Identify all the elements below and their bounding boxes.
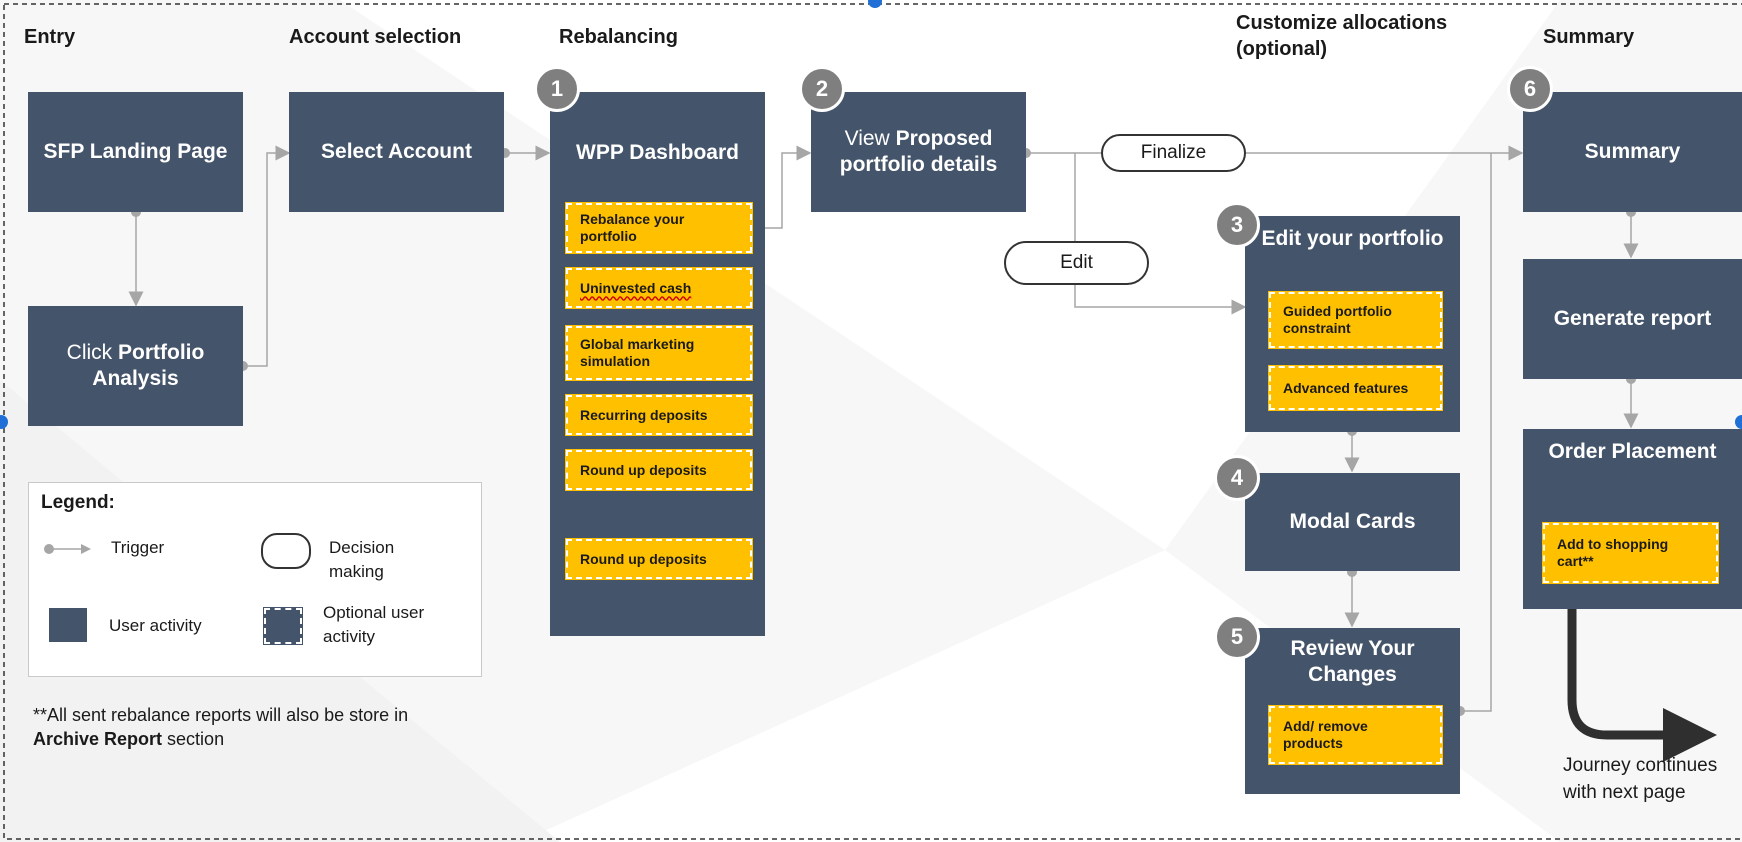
legend-user-activity-label: User activity (109, 616, 202, 635)
box-click-portfolio-analysis: Click Portfolio Analysis (28, 306, 243, 426)
footnote-text: **All sent rebalance reports will also b… (33, 705, 409, 725)
selection-handle[interactable] (868, 0, 882, 8)
box-review-your-changes-label: Review Your Changes (1290, 637, 1415, 686)
stage-heading-summary: Summary (1543, 26, 1635, 48)
legend: Legend: Trigger Decision making User act… (28, 482, 482, 677)
box-order-placement-label: Order Placement (1548, 440, 1717, 463)
legend-decision-label: Decision making (329, 538, 395, 581)
optional-guided-portfolio-constraint: Guided portfolio constraint (1268, 291, 1443, 349)
stage-heading-entry: Entry (24, 26, 76, 48)
optional-add-remove-products: Add/ remove products (1268, 705, 1443, 765)
box-click-portfolio-analysis-label: Click Portfolio Analysis (46, 340, 226, 392)
optional-global-marketing-simulation: Global marketing simulation (565, 325, 753, 381)
step-badge-4: 4 (1214, 455, 1260, 501)
optional-round-up-deposits: Round up deposits (565, 449, 753, 491)
box-modal-cards: Modal Cards (1245, 473, 1460, 571)
optional-uninvested-cash: Uninvested cash (565, 267, 753, 309)
box-summary: Summary (1523, 92, 1742, 212)
uninvested-cash-text: Uninvested cash (580, 279, 692, 296)
footnote-bold: Archive Report (33, 729, 163, 749)
stage-heading-customize: Customize allocations (optional) (1236, 12, 1448, 60)
view-prefix: View (844, 127, 896, 150)
view-bold: Proposed portfolio details (839, 127, 998, 176)
stage-heading-rebalancing: Rebalancing (559, 26, 678, 48)
click-prefix: Click (66, 341, 118, 364)
box-wpp-dashboard-label: WPP Dashboard (576, 141, 739, 164)
footnote: **All sent rebalance reports will also b… (33, 703, 503, 751)
step-badge-2: 2 (799, 66, 845, 112)
box-edit-your-portfolio-label: Edit your portfolio (1261, 227, 1444, 250)
journey-continues-text: Journey continues with next page (1563, 755, 1718, 803)
box-generate-report-label: Generate report (1553, 307, 1712, 330)
legend-user-activity-icon (49, 608, 87, 642)
optional-round-up-deposits-2: Round up deposits (565, 538, 753, 580)
legend-optional-activity-icon (263, 607, 303, 645)
legend-title: Legend: (41, 492, 115, 513)
box-view-proposed-portfolio: View Proposed portfolio details (811, 92, 1026, 212)
box-sfp-landing-page-label: SFP Landing Page (43, 140, 228, 163)
step-badge-3: 3 (1214, 202, 1260, 248)
box-select-account: Select Account (289, 92, 504, 212)
selection-handle[interactable] (1735, 415, 1742, 429)
optional-recurring-deposits: Recurring deposits (565, 394, 753, 436)
step-badge-6: 6 (1507, 66, 1553, 112)
click-bold: Portfolio Analysis (92, 341, 205, 390)
box-select-account-label: Select Account (321, 140, 472, 163)
box-sfp-landing-page: SFP Landing Page (28, 92, 243, 212)
box-generate-report: Generate report (1523, 259, 1742, 379)
decision-edit: Edit (1004, 241, 1149, 285)
box-view-proposed-label: View Proposed portfolio details (824, 126, 1014, 178)
legend-decision-icon (261, 533, 311, 569)
stage-heading-account-selection: Account selection (289, 26, 462, 48)
optional-add-to-shopping-cart: Add to shopping cart** (1542, 522, 1719, 584)
optional-rebalance-portfolio: Rebalance your portfolio (565, 202, 753, 254)
box-modal-cards-label: Modal Cards (1289, 510, 1416, 533)
decision-finalize: Finalize (1101, 134, 1246, 172)
legend-trigger-label: Trigger (111, 538, 165, 557)
legend-optional-activity-label: Optional user activity (323, 603, 425, 646)
step-badge-5: 5 (1214, 614, 1260, 660)
footnote-suffix: section (162, 729, 225, 749)
selection-handle[interactable] (0, 415, 8, 429)
optional-advanced-features: Advanced features (1268, 365, 1443, 411)
step-badge-1: 1 (534, 66, 580, 112)
legend-trigger-icon (44, 544, 91, 554)
box-summary-label: Summary (1584, 140, 1681, 163)
